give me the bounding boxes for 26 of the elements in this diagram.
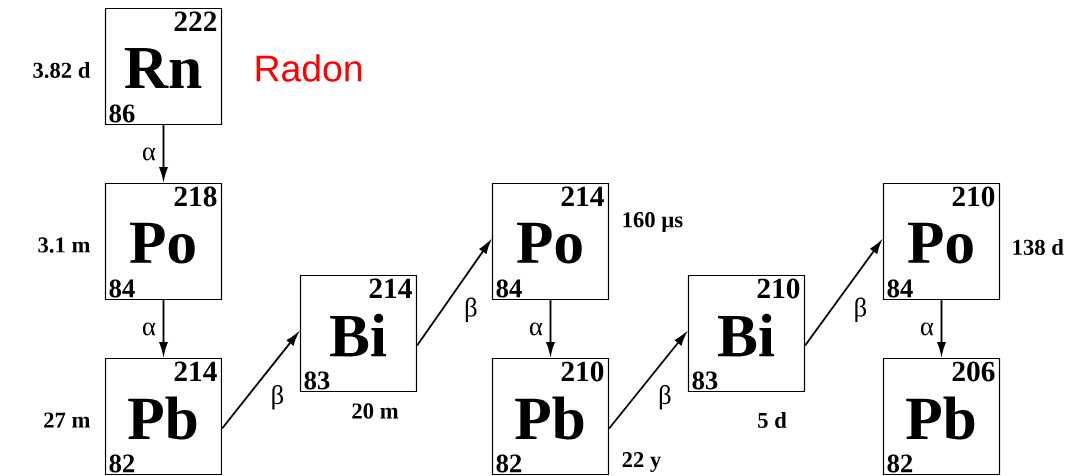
decay-arrow: [804, 241, 881, 347]
decay-label: α: [142, 322, 156, 336]
decay-label: α: [142, 147, 156, 161]
nuclide-box: 206 Pb 82: [882, 357, 1001, 476]
half-life: 3.1 m: [38, 237, 90, 253]
decay-arrow: [221, 333, 298, 430]
decay-label: β: [272, 385, 284, 410]
half-life: 27 m: [44, 412, 90, 428]
element-name: Radon: [256, 54, 362, 82]
decay-arrow: [608, 333, 686, 430]
decay-label: β: [855, 297, 867, 323]
nuclide-box: 214 Pb 82: [104, 357, 223, 476]
nuclide-box: 214 Bi 83: [299, 274, 418, 393]
half-life: 20 m: [352, 403, 399, 419]
decay-label: β: [659, 385, 671, 410]
half-life: 3.82 d: [33, 62, 91, 78]
decay-label: β: [465, 297, 477, 323]
decay-label: α: [920, 322, 934, 336]
half-life: 5 d: [758, 412, 787, 428]
decay-label: α: [529, 322, 543, 336]
nuclide-box: 210 Bi 83: [687, 274, 806, 393]
nuclide-box: 210 Pb 82: [491, 357, 610, 476]
half-life: 138 d: [1013, 239, 1064, 255]
half-life: 22 y: [622, 452, 662, 472]
half-life: 160 µs: [623, 212, 683, 232]
decay-arrow: [416, 241, 491, 347]
